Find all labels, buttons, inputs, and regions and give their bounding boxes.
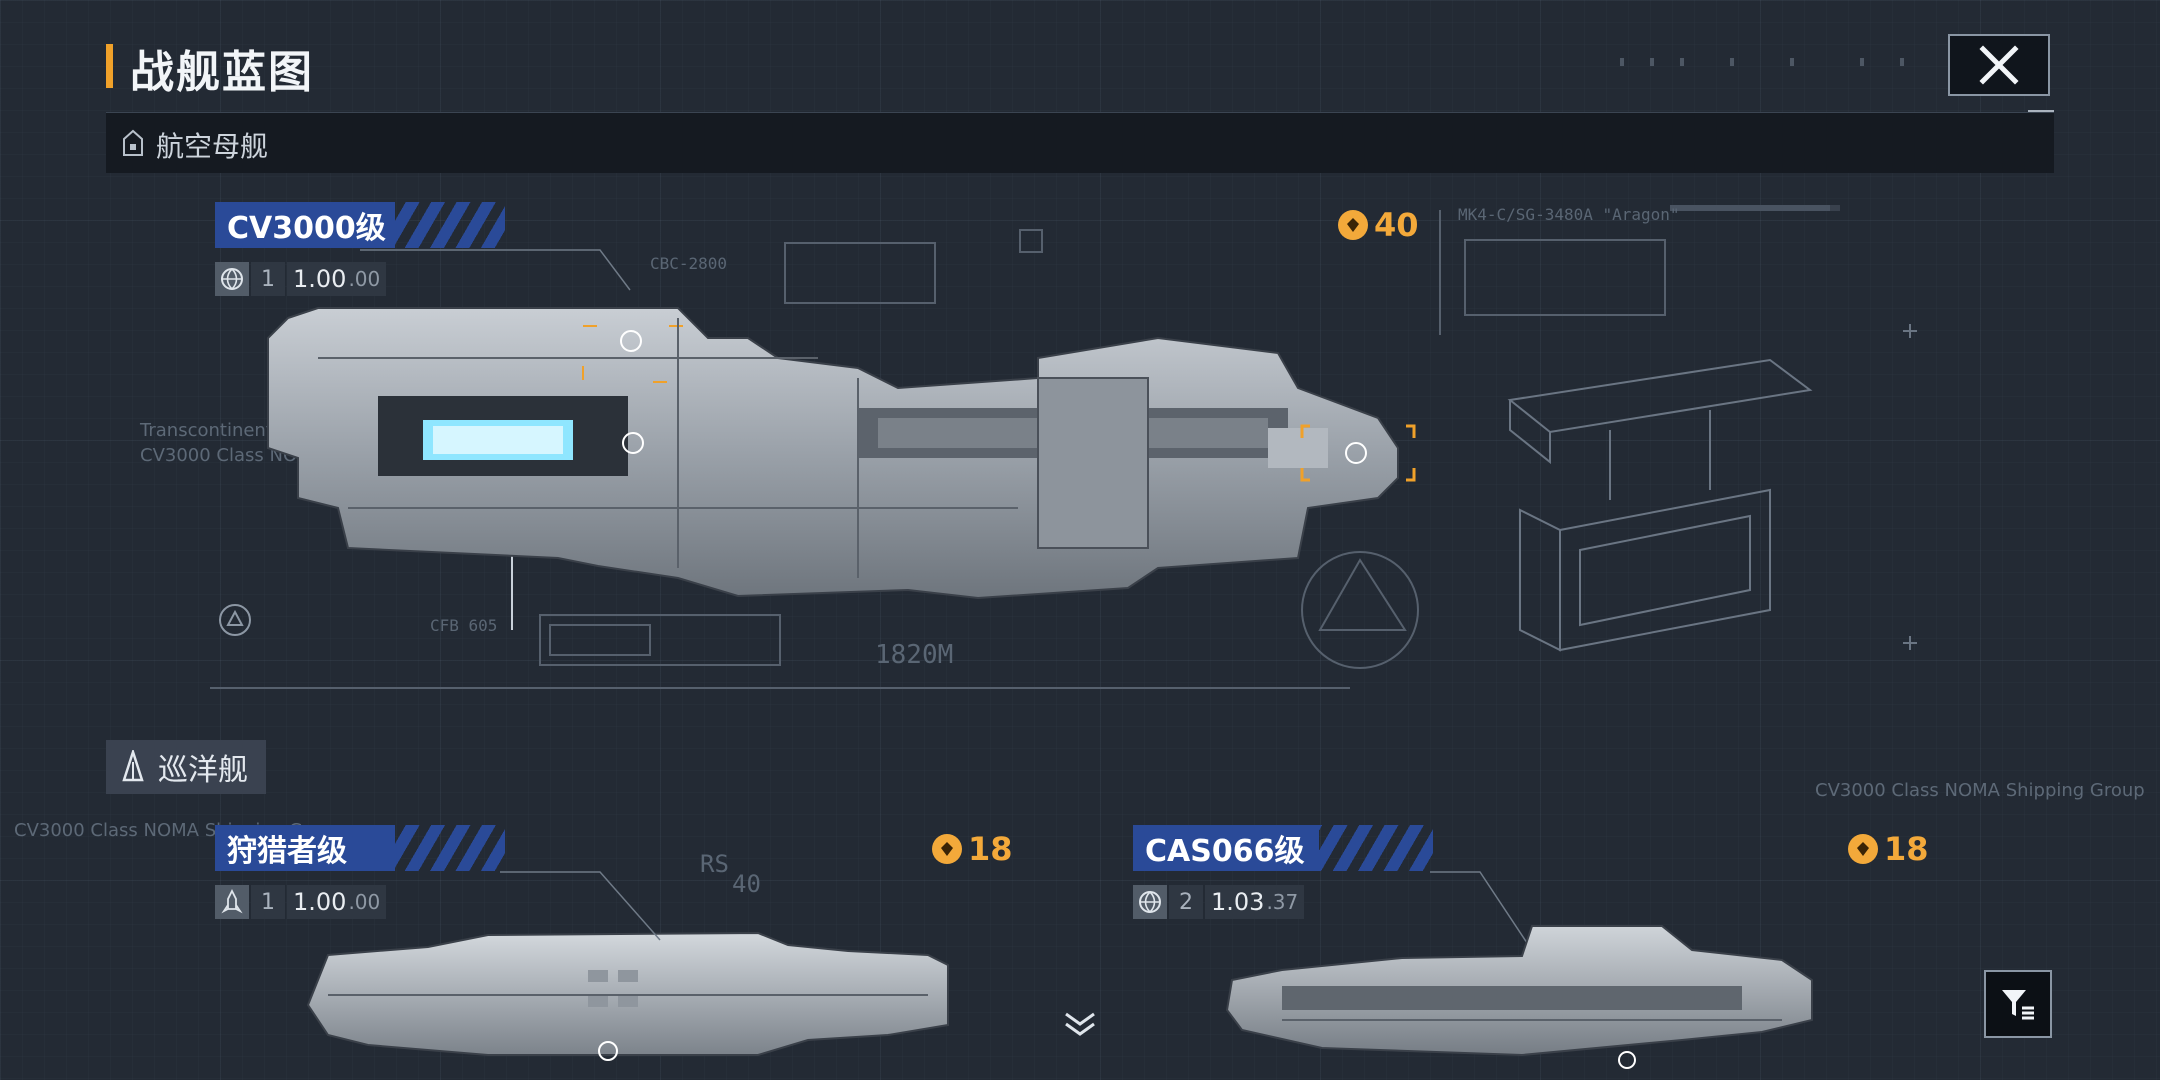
ship-value-main: 1.00 (293, 265, 347, 293)
decorative-dashes (1620, 58, 1904, 66)
background-text: CV3000 Class NOMA Shipping Group (1815, 780, 2145, 801)
ship-cost: 40 (1338, 206, 1419, 244)
scroll-down-icon[interactable] (1062, 1010, 1098, 1038)
cost-icon (1338, 210, 1368, 240)
ship-value-decimal: .00 (348, 267, 381, 291)
ship-value: 1.03.37 (1205, 885, 1305, 919)
ship-card-cv3000[interactable]: CV3000级 1 1.00.00 (215, 202, 515, 296)
ship-stats: 2 1.03.37 (1133, 885, 1453, 919)
ship-cost: 18 (932, 830, 1013, 868)
divider (2028, 110, 2054, 112)
ship-stats: 1 1.00.00 (215, 885, 515, 919)
ship-count: 2 (1169, 885, 1203, 919)
rocket-icon (215, 885, 249, 919)
ship-count: 1 (251, 885, 285, 919)
ship-value-main: 1.03 (1211, 888, 1265, 916)
ship-card-hunter[interactable]: 狩猎者级 1 1.00.00 (215, 825, 515, 919)
ship-value-decimal: .37 (1266, 890, 1299, 914)
ship-value-main: 1.00 (293, 888, 347, 916)
ship-count: 1 (251, 262, 285, 296)
ship-length: 1820M (875, 640, 954, 670)
ship-value: 1.00.00 (287, 885, 387, 919)
ship-stats: 1 1.00.00 (215, 262, 515, 296)
ship-name: 狩猎者级 (215, 825, 505, 871)
ship-cost: 18 (1848, 830, 1929, 868)
cost-value: 18 (1884, 830, 1929, 868)
ship-value: 1.00.00 (287, 262, 387, 296)
title-accent (106, 44, 113, 88)
ship-name: CAS066级 (1133, 825, 1433, 871)
blueprint-label: 40 (732, 870, 761, 898)
carrier-ship-image[interactable] (258, 298, 1418, 608)
cas066-ship-image[interactable] (1222, 920, 1822, 1070)
hunter-ship-image[interactable] (288, 925, 988, 1065)
section-header-carrier: 航空母舰 (106, 112, 2054, 173)
blueprint-label: RS (700, 850, 729, 878)
section-label: 航空母舰 (156, 130, 269, 163)
close-button[interactable] (1948, 34, 2050, 96)
section-label: 巡洋舰 (158, 753, 248, 788)
globe-icon (215, 262, 249, 296)
ship-name: CV3000级 (215, 202, 505, 248)
leader-line (1430, 871, 1536, 956)
leader-line (500, 871, 661, 941)
cost-value: 40 (1374, 206, 1419, 244)
cost-value: 18 (968, 830, 1013, 868)
cost-icon (932, 834, 962, 864)
blueprint-label: MK4-C/SG-3480A "Aragon" (1458, 205, 1680, 224)
cost-icon (1848, 834, 1878, 864)
section-header-cruiser: 巡洋舰 (106, 740, 266, 794)
page-title: 战舰蓝图 (130, 47, 314, 98)
globe-icon (1133, 885, 1167, 919)
ship-card-cas066[interactable]: CAS066级 2 1.03.37 (1133, 825, 1453, 919)
cruiser-icon (122, 750, 144, 782)
ship-value-decimal: .00 (348, 890, 381, 914)
blueprint-label: CBC-2800 (650, 254, 728, 273)
filter-button[interactable] (1984, 970, 2052, 1038)
filter-icon (2002, 990, 2034, 1020)
carrier-icon (123, 129, 143, 156)
close-icon (1979, 45, 2019, 85)
blueprint-label: CFB 605 (430, 616, 498, 635)
